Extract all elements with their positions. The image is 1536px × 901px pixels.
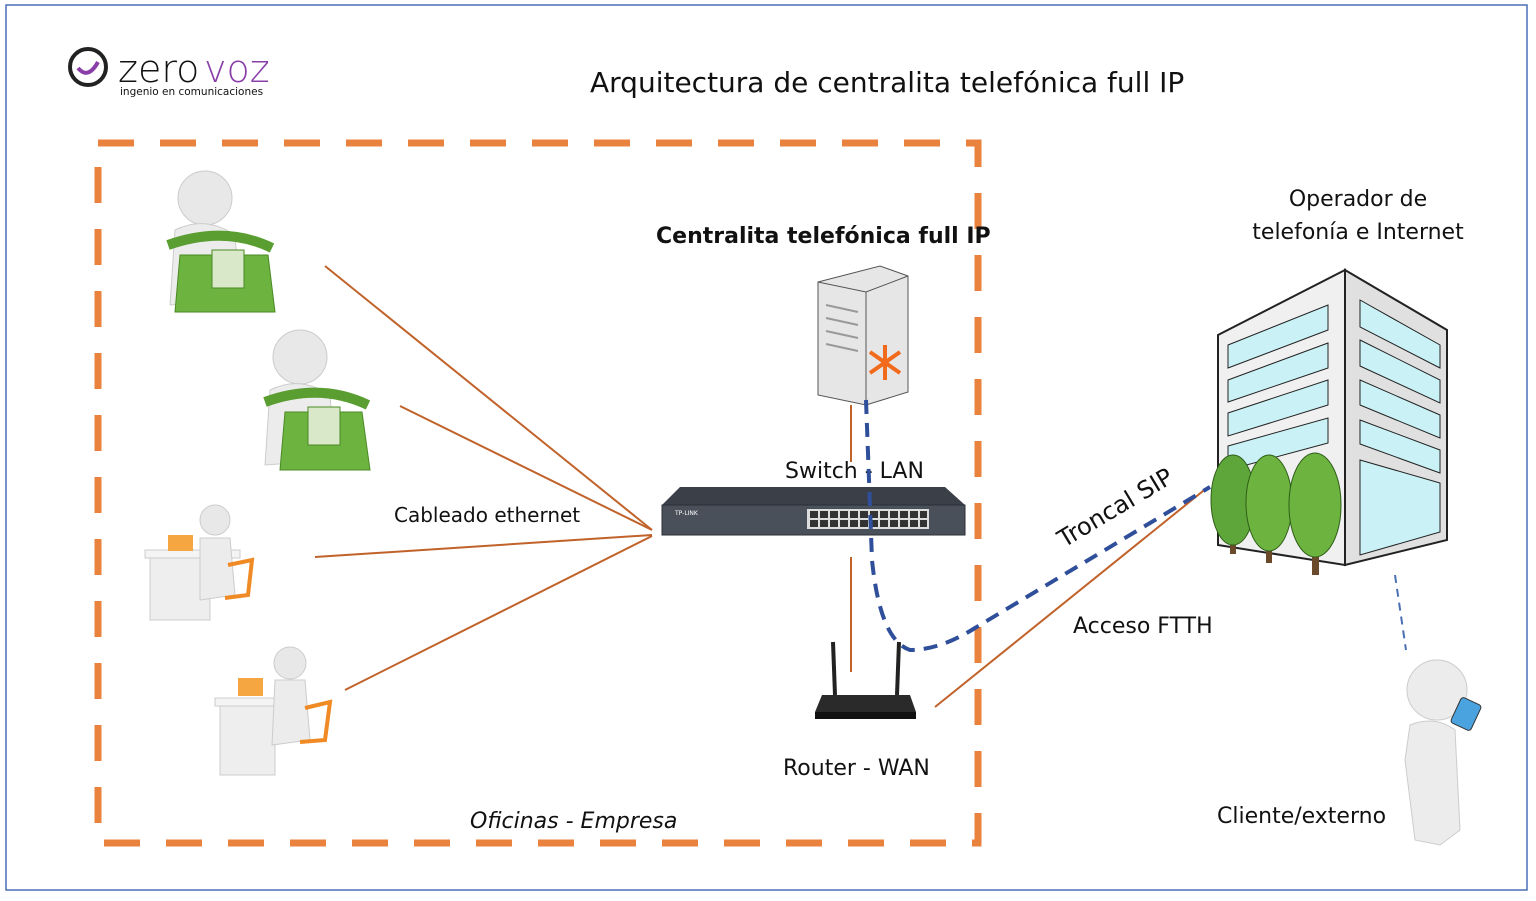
- cable-phone-1: [324, 265, 653, 531]
- client-label: Cliente/externo: [1217, 804, 1386, 829]
- diagram-title: Arquitectura de centralita telefónica fu…: [590, 66, 1184, 99]
- cable-ftth: [934, 486, 1209, 708]
- router-label: Router - WAN: [783, 756, 930, 781]
- switch-brand: TP-LINK: [674, 510, 699, 517]
- logo-voz: voz: [204, 47, 270, 91]
- pc-user-2: [214, 646, 333, 776]
- laptop-icon: [168, 535, 193, 551]
- pc-user-1: [144, 504, 255, 621]
- external-client: [1404, 659, 1482, 846]
- ethernet-cables: [314, 265, 1209, 708]
- office-label: Oficinas - Empresa: [470, 809, 677, 834]
- cable-phone-2: [399, 405, 653, 531]
- logo-zero: zero: [118, 47, 199, 91]
- operator-building: [1210, 268, 1448, 575]
- smartphone-icon: [1450, 697, 1482, 731]
- operator-label-1: Operador de: [1289, 187, 1427, 212]
- phone-user-2: [263, 329, 371, 471]
- phone-user-1: [166, 170, 276, 313]
- chair-icon: [299, 699, 333, 744]
- cabling-label: Cableado ethernet: [394, 503, 580, 527]
- zerovoz-logo: zero voz ingenio en comunicaciones: [68, 47, 270, 98]
- network-switch: TP-LINK: [661, 487, 966, 536]
- ftth-label: Acceso FTTH: [1073, 614, 1213, 639]
- sip-trunk-line: [864, 399, 1212, 653]
- mobile-link: [1394, 574, 1407, 651]
- router: [815, 641, 916, 719]
- laptop-icon: [238, 678, 263, 696]
- office-boundary: [94, 139, 982, 847]
- pbx-label: Centralita telefónica full IP: [656, 224, 991, 249]
- tree-icons: [1210, 452, 1342, 575]
- pbx-server: [817, 265, 909, 406]
- cable-pc-2: [344, 535, 653, 691]
- cable-pc-1: [314, 534, 653, 558]
- operator-label-2: telefonía e Internet: [1252, 220, 1464, 245]
- asterisk-icon: [868, 345, 902, 380]
- chair-icon: [224, 557, 255, 600]
- logo-tagline: ingenio en comunicaciones: [120, 86, 263, 98]
- switch-label: Switch - LAN: [785, 459, 924, 484]
